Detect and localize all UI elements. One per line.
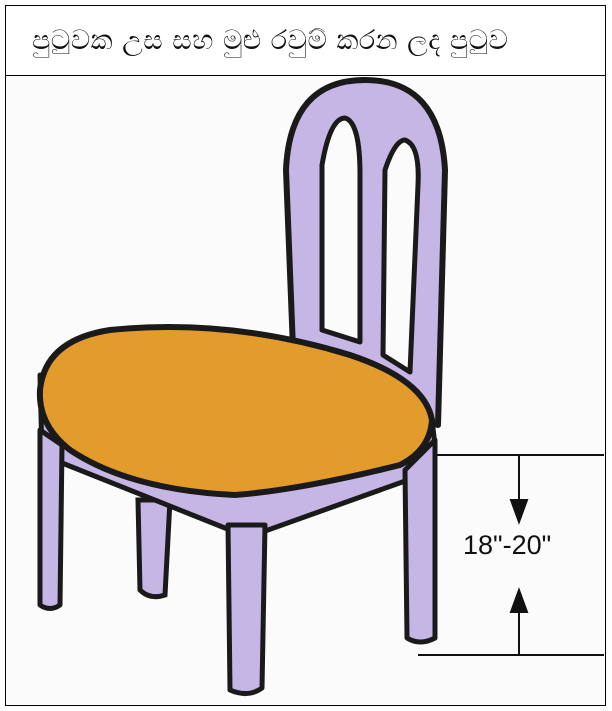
chair-leg-front-right xyxy=(405,440,435,642)
backrest-slot-left xyxy=(322,118,360,342)
chair-leg-front-left xyxy=(40,430,62,609)
chair-leg-front-center xyxy=(228,525,265,694)
backrest-slot-right xyxy=(383,140,418,372)
chair-leg-back-left xyxy=(138,500,170,597)
height-measurement-label: 18"-20" xyxy=(463,530,551,561)
